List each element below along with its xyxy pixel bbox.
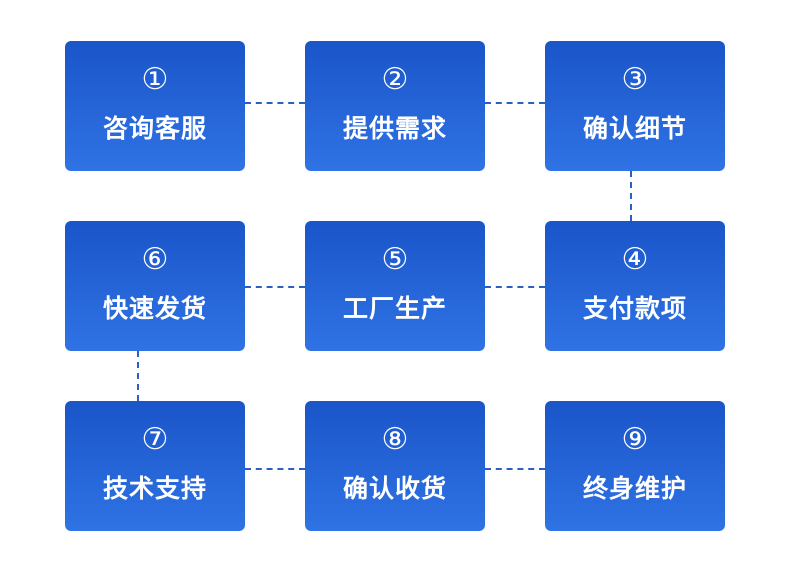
step-box-7: ⑦ 技术支持	[65, 401, 245, 531]
step-box-9: ⑨ 终身维护	[545, 401, 725, 531]
step-label: 技术支持	[102, 474, 207, 503]
step-box-8: ⑧ 确认收货	[305, 401, 485, 531]
step-label: 支付款项	[582, 294, 687, 323]
connector-8-9	[485, 468, 545, 470]
connector-1-2	[245, 102, 305, 104]
step-box-2: ② 提供需求	[305, 41, 485, 171]
step-label: 工厂生产	[342, 294, 447, 323]
step-label: 确认细节	[582, 114, 687, 143]
step-label: 咨询客服	[102, 114, 207, 143]
connector-5-6	[245, 286, 305, 288]
step-number: ③	[621, 62, 649, 97]
step-number: ⑤	[381, 242, 409, 277]
connector-3-4	[630, 171, 632, 221]
step-box-1: ① 咨询客服	[65, 41, 245, 171]
step-number: ⑦	[141, 422, 169, 457]
step-box-4: ④ 支付款项	[545, 221, 725, 351]
connector-7-8	[245, 468, 305, 470]
step-label: 快速发货	[102, 294, 207, 323]
step-box-5: ⑤ 工厂生产	[305, 221, 485, 351]
step-number: ⑥	[141, 242, 169, 277]
connector-6-7	[137, 351, 139, 401]
step-number: ④	[621, 242, 649, 277]
connector-2-3	[485, 102, 545, 104]
step-label: 终身维护	[582, 474, 687, 503]
step-number: ⑨	[621, 422, 649, 457]
step-label: 提供需求	[342, 114, 447, 143]
step-box-3: ③ 确认细节	[545, 41, 725, 171]
connector-4-5	[485, 286, 545, 288]
step-label: 确认收货	[342, 474, 447, 503]
step-box-6: ⑥ 快速发货	[65, 221, 245, 351]
step-number: ②	[381, 62, 409, 97]
step-number: ⑧	[381, 422, 409, 457]
step-number: ①	[141, 62, 169, 97]
